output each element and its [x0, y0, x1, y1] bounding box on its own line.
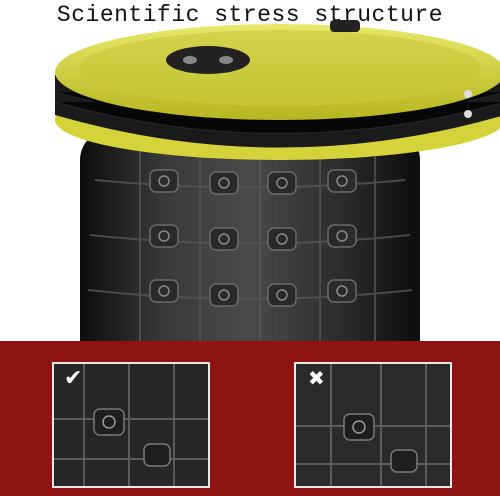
title: Scientific stress structure — [56, 2, 444, 28]
stool-seat — [54, 20, 500, 160]
stool-column — [80, 130, 420, 370]
cross-icon: ✖ — [308, 366, 325, 390]
check-icon: ✔ — [64, 366, 83, 391]
correct-detail-inset — [52, 362, 210, 488]
stool-photo — [54, 20, 500, 370]
incorrect-detail-inset — [294, 362, 452, 488]
